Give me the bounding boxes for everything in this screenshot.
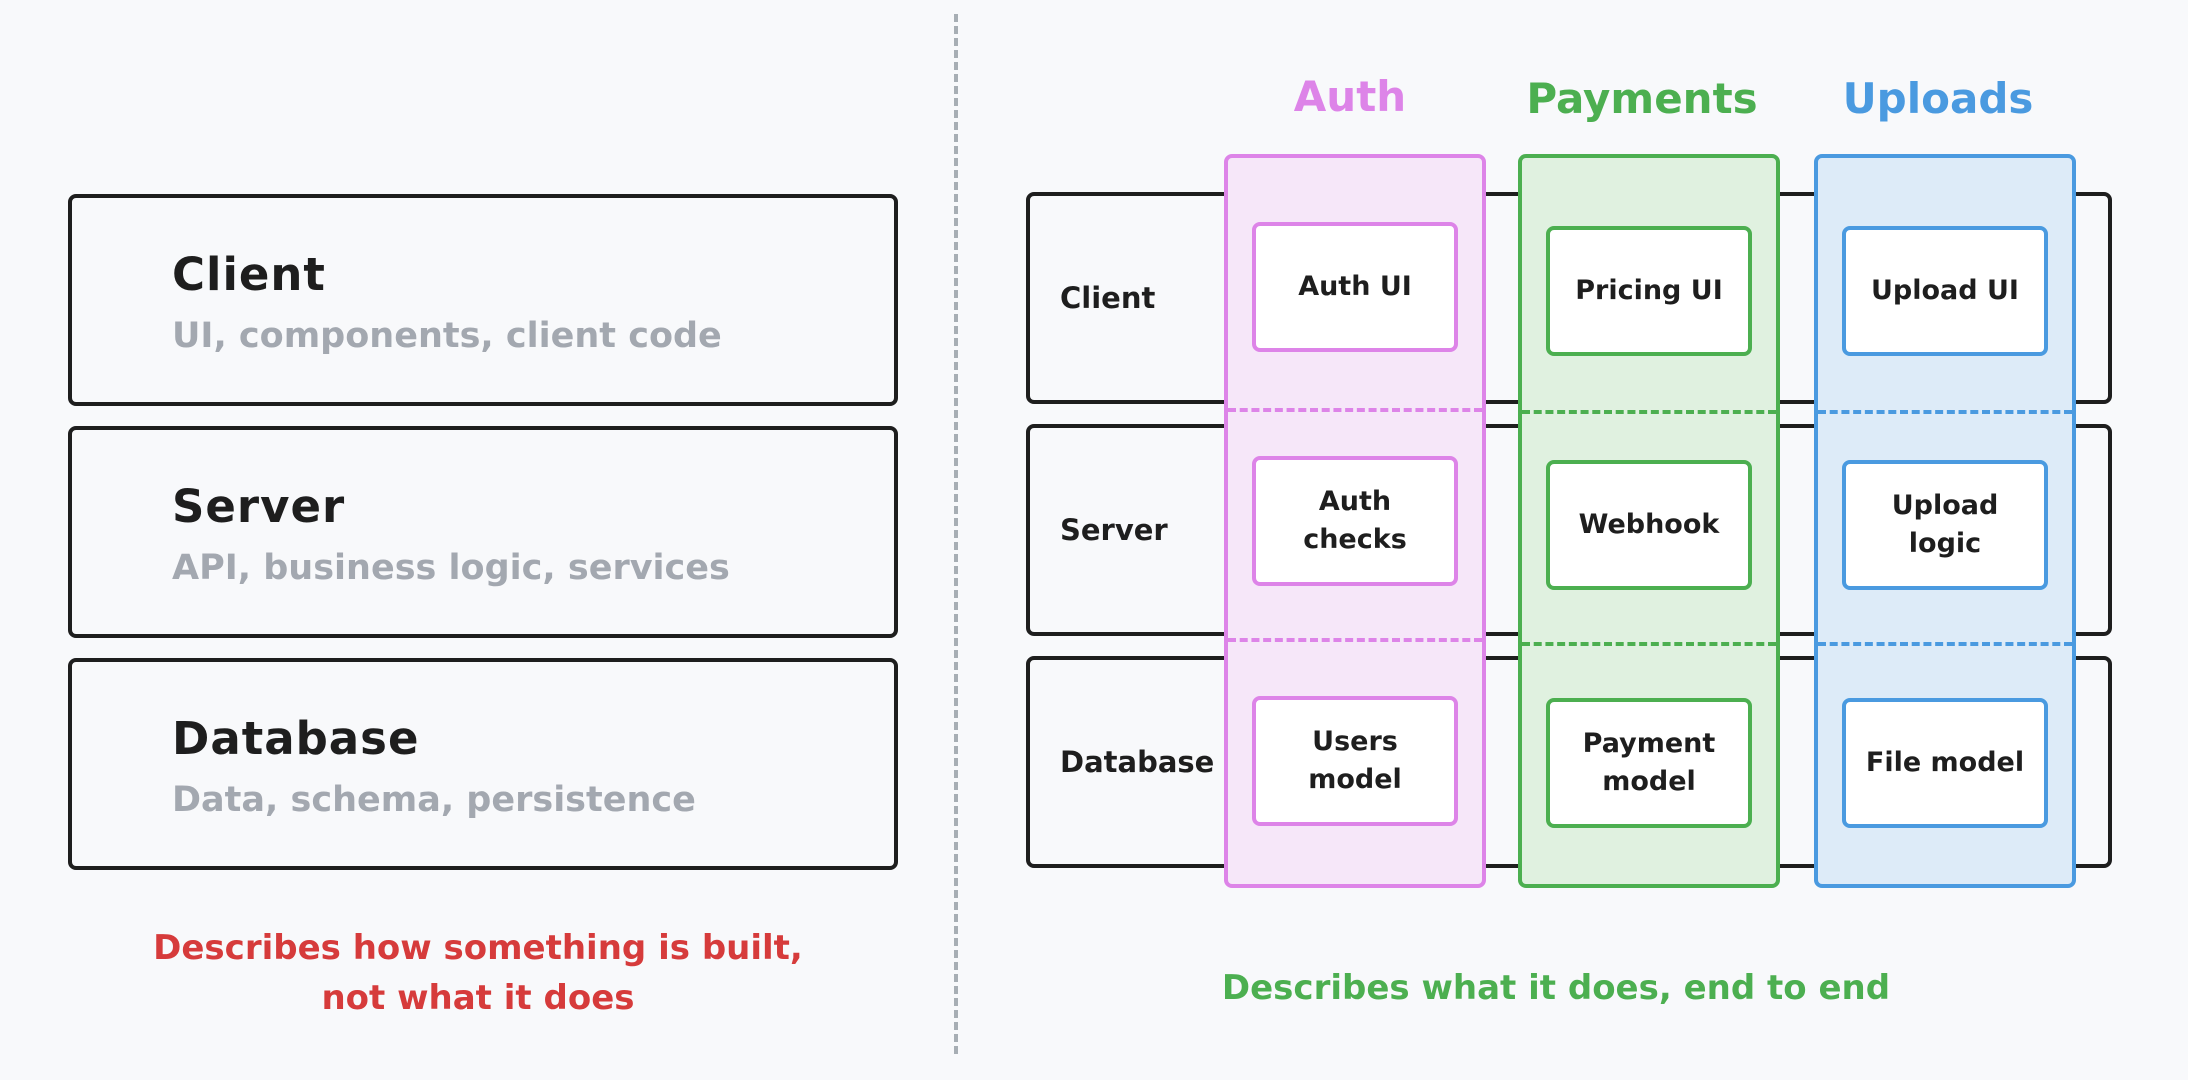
row-separator bbox=[1818, 642, 2072, 646]
layer-description: Data, schema, persistence bbox=[172, 780, 696, 820]
layer-box-database: Database Data, schema, persistence bbox=[68, 658, 898, 870]
cell-auth-checks: Auth checks bbox=[1252, 456, 1458, 586]
cell-users-model: Users model bbox=[1252, 696, 1458, 826]
column-header-uploads: Uploads bbox=[1842, 74, 2034, 123]
row-separator bbox=[1522, 642, 1776, 646]
section-divider bbox=[954, 14, 958, 1054]
row-label-server: Server bbox=[1060, 513, 1168, 547]
layer-box-client: Client UI, components, client code bbox=[68, 194, 898, 406]
row-separator bbox=[1228, 408, 1482, 412]
left-caption-line-1: Describes how something is built, bbox=[153, 928, 803, 968]
layer-description: UI, components, client code bbox=[172, 316, 722, 356]
cell-label: Upload UI bbox=[1871, 275, 2019, 306]
cell-webhook: Webhook bbox=[1546, 460, 1752, 590]
column-header-payments: Payments bbox=[1526, 74, 1758, 123]
layer-box-server: Server API, business logic, services bbox=[68, 426, 898, 638]
cell-label: Payment model bbox=[1582, 728, 1716, 797]
row-label-client: Client bbox=[1060, 281, 1156, 315]
row-separator bbox=[1228, 638, 1482, 642]
cell-label: Users model bbox=[1308, 726, 1402, 795]
cell-file-model: File model bbox=[1842, 698, 2048, 828]
cell-upload-ui: Upload UI bbox=[1842, 226, 2048, 356]
cell-upload-logic: Upload logic bbox=[1842, 460, 2048, 590]
layer-description: API, business logic, services bbox=[172, 548, 730, 588]
layer-title: Client bbox=[172, 248, 326, 301]
layer-title: Server bbox=[172, 480, 346, 533]
row-separator bbox=[1818, 410, 2072, 414]
column-header-auth: Auth bbox=[1293, 72, 1407, 121]
cell-auth-ui: Auth UI bbox=[1252, 222, 1458, 352]
left-caption-line-2: not what it does bbox=[321, 978, 635, 1018]
cell-label: Upload logic bbox=[1891, 490, 1999, 559]
layer-title: Database bbox=[172, 712, 420, 765]
cell-label: Webhook bbox=[1578, 509, 1720, 540]
row-separator bbox=[1522, 410, 1776, 414]
cell-label: Pricing UI bbox=[1575, 275, 1723, 306]
cell-label: Auth UI bbox=[1298, 271, 1412, 302]
cell-pricing-ui: Pricing UI bbox=[1546, 226, 1752, 356]
right-caption: Describes what it does, end to end bbox=[1221, 968, 1891, 1008]
row-label-database: Database bbox=[1060, 745, 1215, 779]
cell-label: File model bbox=[1865, 747, 2025, 778]
cell-payment-model: Payment model bbox=[1546, 698, 1752, 828]
cell-label: Auth checks bbox=[1303, 486, 1407, 555]
